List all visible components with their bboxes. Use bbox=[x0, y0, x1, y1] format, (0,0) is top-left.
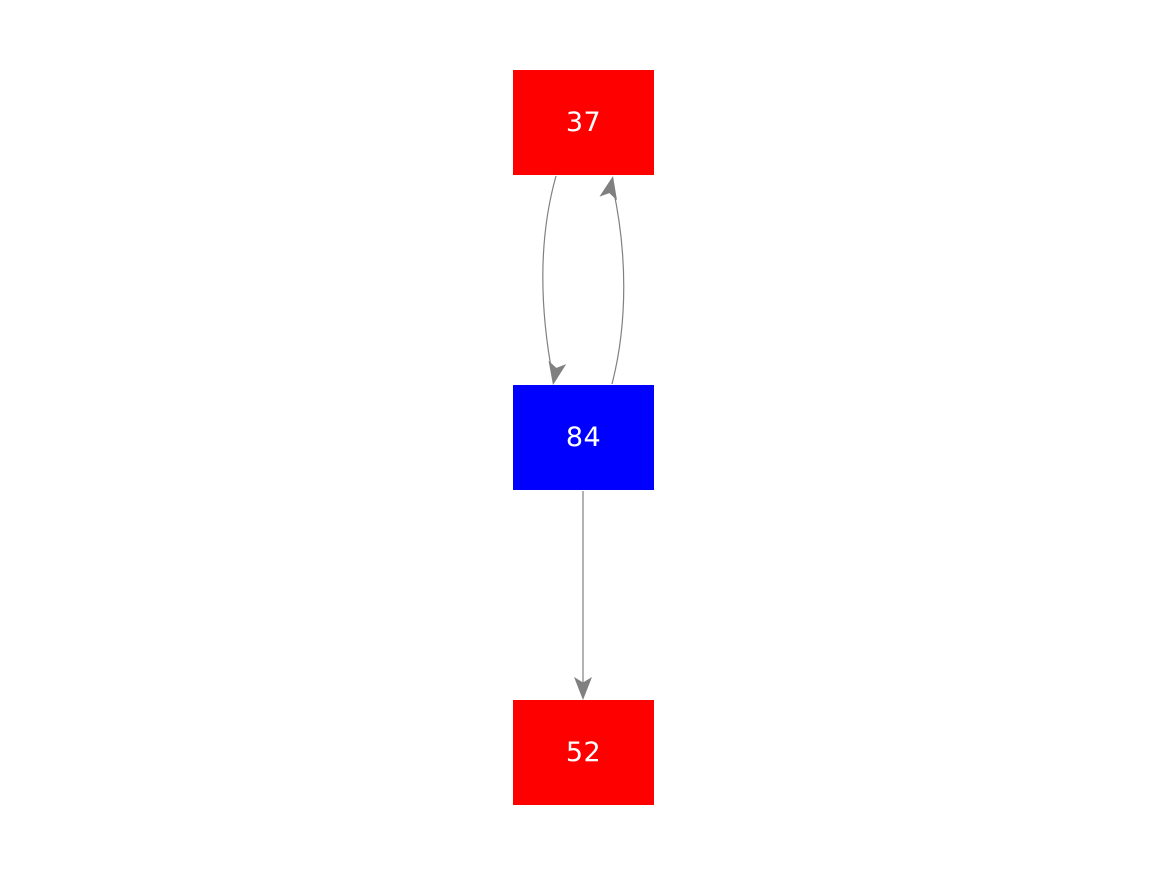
edge-84-to-52-arrowhead bbox=[574, 677, 592, 700]
node-label-84: 84 bbox=[565, 422, 602, 453]
edge-37-to-84-arrowhead bbox=[548, 360, 567, 385]
graph-node-37[interactable]: 37 bbox=[513, 70, 654, 175]
edge-84-to-37 bbox=[599, 176, 625, 385]
node-label-52: 52 bbox=[565, 737, 602, 768]
node-label-37: 37 bbox=[565, 107, 602, 138]
edge-37-to-84-line bbox=[542, 175, 557, 379]
edge-84-to-52 bbox=[574, 491, 592, 700]
graph-node-52[interactable]: 52 bbox=[513, 700, 654, 805]
edge-37-to-84 bbox=[542, 175, 567, 385]
edge-84-to-37-line bbox=[611, 187, 625, 385]
graph-node-84[interactable]: 84 bbox=[513, 385, 654, 490]
edge-84-to-37-arrowhead bbox=[599, 176, 618, 201]
